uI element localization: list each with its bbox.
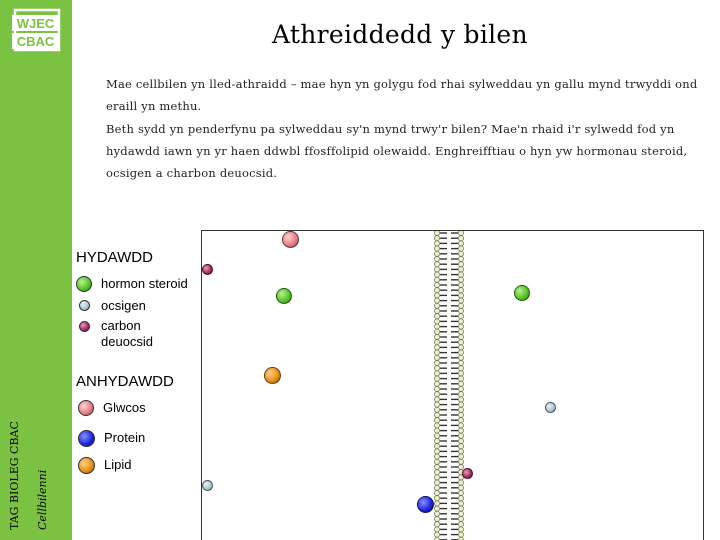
legend-item-oxygen: ocsigen [79,298,146,314]
logo-line1: WJEC [17,16,55,31]
legend-label: Glwcos [103,400,146,415]
membrane-icon [434,231,464,540]
soluble-heading: HYDAWDD [76,249,153,266]
co2-molecule [462,468,473,479]
insoluble-heading: ANHYDAWDD [76,373,174,390]
legend-item-glucose: Glwcos [78,400,146,416]
glucose-molecule [282,231,299,248]
legend-item-steroid: hormon steroid [76,276,188,292]
oxygen-dot-icon [79,300,90,311]
steroid-molecule [514,285,530,301]
question-paragraph: Beth sydd yn penderfynu pa sylweddau sy'… [106,122,688,180]
legend-item-lipid: Lipid [78,457,131,474]
steroid-dot-icon [76,276,92,292]
legend-label: hormon steroid [101,276,188,291]
side-course-label: TAG BIOLEG CBAC [8,421,21,530]
lipid-dot-icon [78,457,95,474]
protein-molecule [417,496,434,513]
side-topic-label: Cellbilenni [36,469,49,530]
legend-label: carbon deuocsid [101,318,154,349]
steroid-molecule [276,288,292,304]
lipid-molecule [264,367,281,384]
legend-label: Protein [104,430,146,445]
legend-label: ocsigen [101,298,146,313]
oxygen-molecule [545,402,556,413]
intro-paragraph: Mae cellbilen yn lled-athraidd – mae hyn… [106,77,698,113]
wjec-logo-icon: WJEC CBAC [12,8,61,52]
sidebar: WJEC CBAC TAG BIOLEG CBAC Cellbilenni [0,0,72,540]
oxygen-molecule [202,480,213,491]
page-title: Athreiddedd y bilen [272,20,528,49]
legend-item-co2: carbon deuocsid [79,318,199,350]
glucose-dot-icon [78,400,94,416]
co2-dot-icon [79,321,90,332]
co2-molecule [202,264,213,275]
legend-label: Lipid [104,457,132,472]
legend-item-protein: Protein [78,430,145,447]
protein-dot-icon [78,430,95,447]
logo-line2: CBAC [17,34,55,49]
membrane-simulation [201,230,704,540]
